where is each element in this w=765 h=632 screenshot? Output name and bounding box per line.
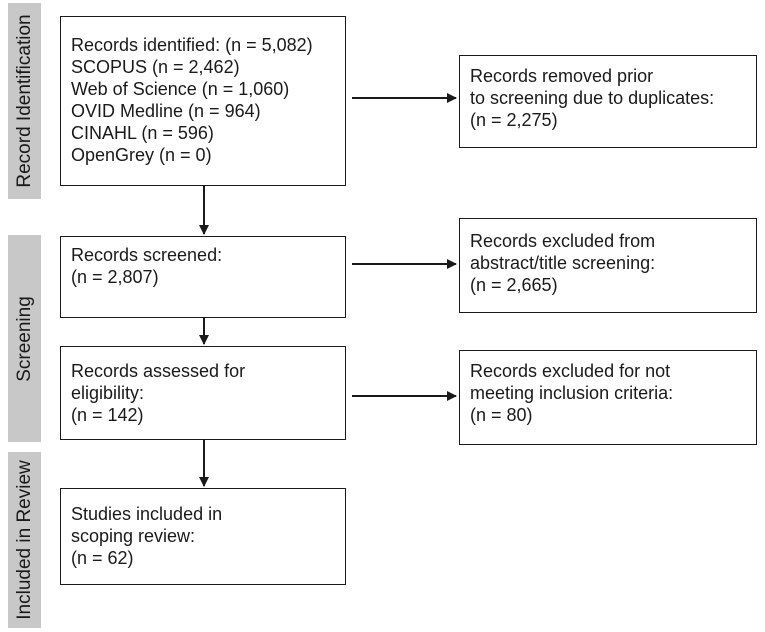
phase-bar-identification: Record Identification (8, 3, 41, 199)
box-line: to screening due to duplicates: (470, 88, 715, 108)
studies-included-box: Studies included in scoping review: (n =… (60, 488, 346, 585)
phase-bar-included: Included in Review (8, 452, 41, 628)
box-line: scoping review: (71, 526, 196, 546)
box-line: (n = 2,807) (71, 267, 159, 287)
box-line: Records screened: (71, 245, 223, 265)
records-identified-box: Records identified: (n = 5,082) SCOPUS (… (60, 16, 346, 186)
records-assessed-box: Records assessed for eligibility: (n = 1… (60, 346, 346, 440)
box-line: SCOPUS (n = 2,462) (71, 57, 240, 77)
box-line: abstract/title screening: (470, 253, 656, 273)
box-line: CINAHL (n = 596) (71, 123, 214, 143)
excluded-criteria-box: Records excluded for not meeting inclusi… (459, 350, 757, 445)
box-line: (n = 80) (470, 405, 533, 425)
box-line: Web of Science (n = 1,060) (71, 79, 290, 99)
box-line: eligibility: (71, 383, 145, 403)
box-line: Records excluded from (470, 231, 656, 251)
box-line: (n = 142) (71, 405, 144, 425)
box-line: (n = 62) (71, 548, 134, 568)
box-line: Records removed prior (470, 66, 654, 86)
excluded-abstract-box: Records excluded from abstract/title scr… (459, 218, 757, 313)
box-line: Records assessed for (71, 361, 246, 381)
phase-bar-screening: Screening (8, 235, 41, 442)
box-line: OpenGrey (n = 0) (71, 145, 212, 165)
records-screened-box: Records screened: (n = 2,807) (60, 236, 346, 318)
box-line: Records excluded for not (470, 361, 671, 381)
box-line: Studies included in (71, 504, 223, 524)
box-line: meeting inclusion criteria: (470, 383, 674, 403)
box-line: Records identified: (n = 5,082) (71, 35, 313, 55)
duplicates-removed-box: Records removed prior to screening due t… (459, 55, 757, 148)
box-line: OVID Medline (n = 964) (71, 101, 261, 121)
box-line: (n = 2,665) (470, 275, 558, 295)
box-line: (n = 2,275) (470, 110, 558, 130)
